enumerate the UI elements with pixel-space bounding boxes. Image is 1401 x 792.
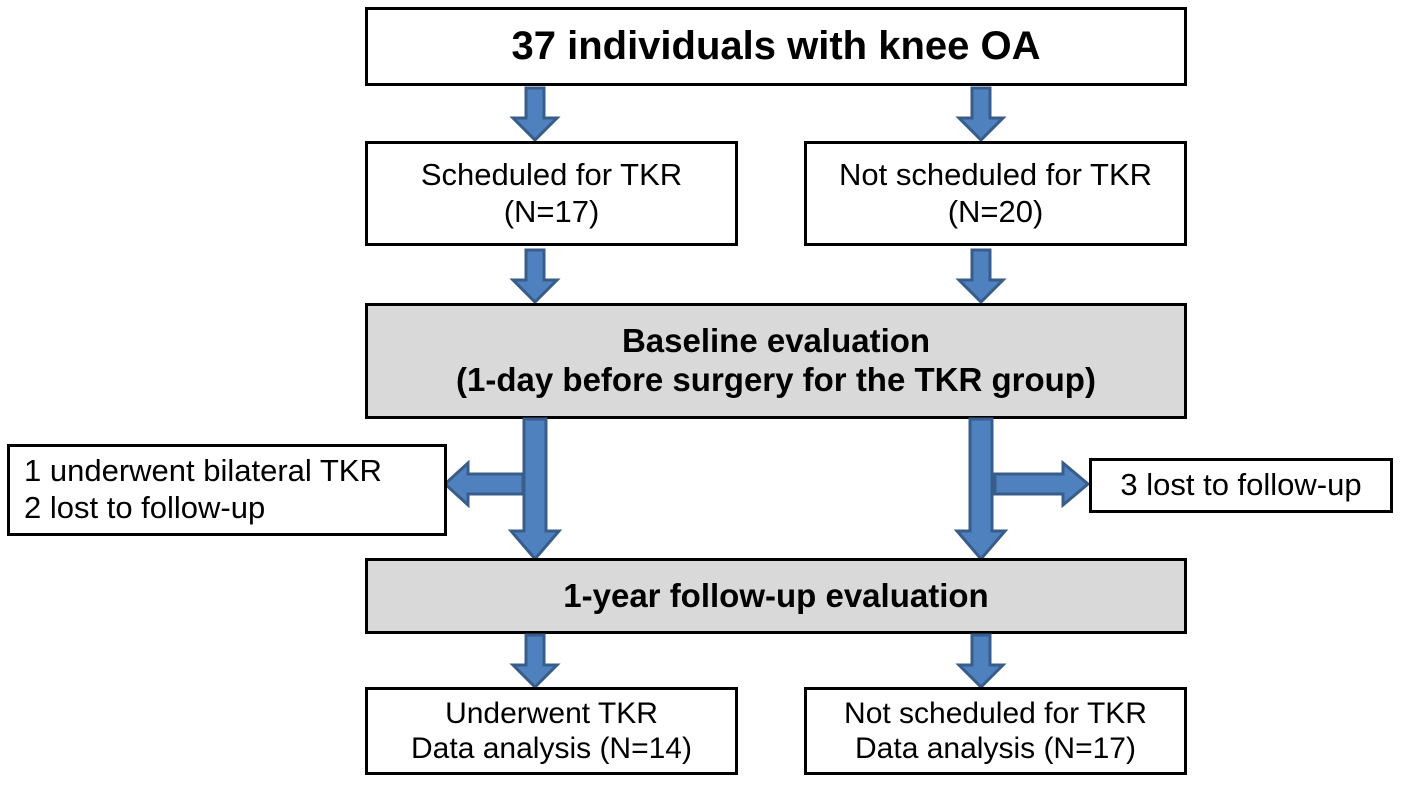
- node-not-scheduled-final-line2: Data analysis (N=17): [855, 732, 1136, 765]
- node-scheduled-tkr: Scheduled for TKR (N=17): [365, 141, 738, 246]
- node-followup-evaluation: 1-year follow-up evaluation: [365, 558, 1187, 634]
- node-enrollment-label: 37 individuals with knee OA: [511, 23, 1041, 68]
- node-enrollment: 37 individuals with knee OA: [365, 7, 1187, 86]
- node-not-scheduled-tkr-line1: Not scheduled for TKR: [838, 156, 1153, 192]
- node-right-dropout-line1: 3 lost to follow-up: [1120, 467, 1362, 503]
- node-not-scheduled-final: Not scheduled for TKR Data analysis (N=1…: [804, 687, 1187, 775]
- node-baseline-evaluation: Baseline evaluation (1-day before surger…: [365, 303, 1187, 419]
- connector-followup-to-not-scheduled-final: [955, 633, 1007, 690]
- node-right-dropout: 3 lost to follow-up: [1089, 458, 1393, 513]
- node-not-scheduled-final-line1: Not scheduled for TKR: [844, 696, 1147, 730]
- node-followup-evaluation-label: 1-year follow-up evaluation: [563, 576, 989, 614]
- node-left-dropout-line2: 2 lost to follow-up: [24, 490, 266, 525]
- node-underwent-tkr-line2: Data analysis (N=14): [411, 732, 692, 765]
- connector-baseline-to-followup-left: [507, 417, 563, 562]
- node-not-scheduled-tkr-line2: (N=20): [947, 193, 1044, 229]
- node-left-dropout-line1: 1 underwent bilateral TKR: [24, 453, 382, 489]
- node-underwent-tkr-line1: Underwent TKR: [445, 696, 658, 730]
- node-underwent-tkr: Underwent TKR Data analysis (N=14): [365, 687, 738, 775]
- connector-followup-to-underwent-tkr: [509, 633, 561, 690]
- node-scheduled-tkr-line1: Scheduled for TKR: [420, 156, 683, 192]
- connector-baseline-to-followup-right: [953, 417, 1009, 562]
- node-scheduled-tkr-line2: (N=17): [503, 193, 600, 229]
- node-left-dropout: 1 underwent bilateral TKR 2 lost to foll…: [7, 444, 447, 536]
- connector-enrollment-to-not-scheduled: [955, 86, 1007, 143]
- node-baseline-evaluation-line2: (1-day before surgery for the TKR group): [456, 361, 1096, 398]
- connector-baseline-to-left-dropout: [442, 459, 525, 509]
- connector-not-scheduled-to-baseline: [955, 248, 1007, 305]
- connector-baseline-to-right-dropout: [993, 459, 1091, 509]
- node-baseline-evaluation-line1: Baseline evaluation: [621, 322, 931, 360]
- connector-scheduled-to-baseline: [509, 248, 561, 305]
- connector-enrollment-to-scheduled: [509, 86, 561, 143]
- node-not-scheduled-tkr: Not scheduled for TKR (N=20): [804, 141, 1187, 246]
